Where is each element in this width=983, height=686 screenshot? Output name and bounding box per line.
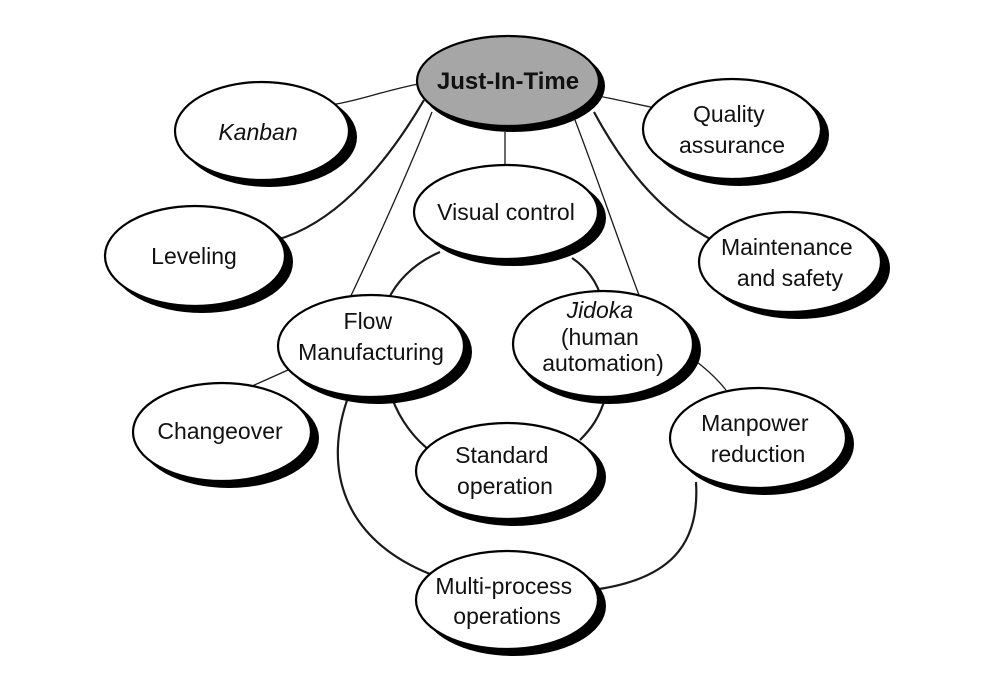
- node-label: Just-In-Time: [437, 68, 579, 95]
- node-leveling: Leveling: [103, 204, 293, 313]
- node-label: Flow Manufacturing: [298, 308, 444, 365]
- node-bubble: [415, 34, 601, 128]
- edge-jit-kanban: [335, 83, 419, 105]
- node-bubble: [668, 386, 848, 490]
- node-label: Multi-process operations: [435, 573, 578, 629]
- edge-jit-leveling: [275, 99, 425, 242]
- node-flow-manufacturing: Flow Manufacturing: [276, 293, 472, 404]
- edge-flow-standard: [390, 397, 433, 453]
- node-bubble: [641, 77, 823, 181]
- node-bubble: [103, 204, 287, 308]
- edge-visual-flow: [387, 250, 441, 301]
- node-visual-control: Visual control: [412, 163, 606, 266]
- node-bubble: [414, 549, 600, 651]
- node-bubble: [412, 163, 600, 261]
- node-just-in-time: Just-In-Time: [415, 34, 605, 132]
- node-bubble: [511, 289, 695, 399]
- node-bubble: [276, 293, 466, 399]
- edge-jidoka-manpower: [696, 361, 727, 391]
- edge-jit-maintenance: [593, 111, 713, 241]
- edge-flow-multiprocess: [336, 391, 431, 576]
- node-bubble: [173, 80, 351, 182]
- node-label: Standard operation: [455, 442, 555, 499]
- node-manpower-reduction: Manpower reduction: [668, 386, 854, 495]
- node-multi-process: Multi-process operations: [414, 549, 606, 656]
- node-kanban: Kanban: [173, 80, 357, 187]
- node-label: Leveling: [151, 243, 237, 269]
- node-label: Quality assurance: [679, 101, 785, 158]
- node-label: Visual control: [437, 199, 575, 225]
- edge-jit-quality: [597, 95, 656, 109]
- node-label: Manpower reduction: [701, 410, 815, 467]
- node-bubble: [414, 421, 600, 521]
- node-label: Changeover: [157, 418, 283, 444]
- node-maintenance-safety: Maintenance and safety: [697, 210, 890, 319]
- node-changeover: Changeover: [131, 381, 319, 488]
- node-bubble: [697, 210, 883, 314]
- edge-jit-flow: [347, 111, 433, 303]
- node-label: Kanban: [218, 119, 297, 145]
- edge-jit-jidoka: [574, 119, 643, 304]
- node-bubble: [131, 381, 313, 483]
- node-label: Maintenance and safety: [721, 234, 859, 291]
- node-quality-assurance: Quality assurance: [641, 77, 829, 186]
- edge-manpower-multiprocess: [591, 481, 698, 592]
- node-jidoka: Jidoka (human automation): [511, 289, 701, 404]
- node-label: Jidoka (human automation): [542, 297, 663, 376]
- node-standard-operation: Standard operation: [414, 421, 606, 526]
